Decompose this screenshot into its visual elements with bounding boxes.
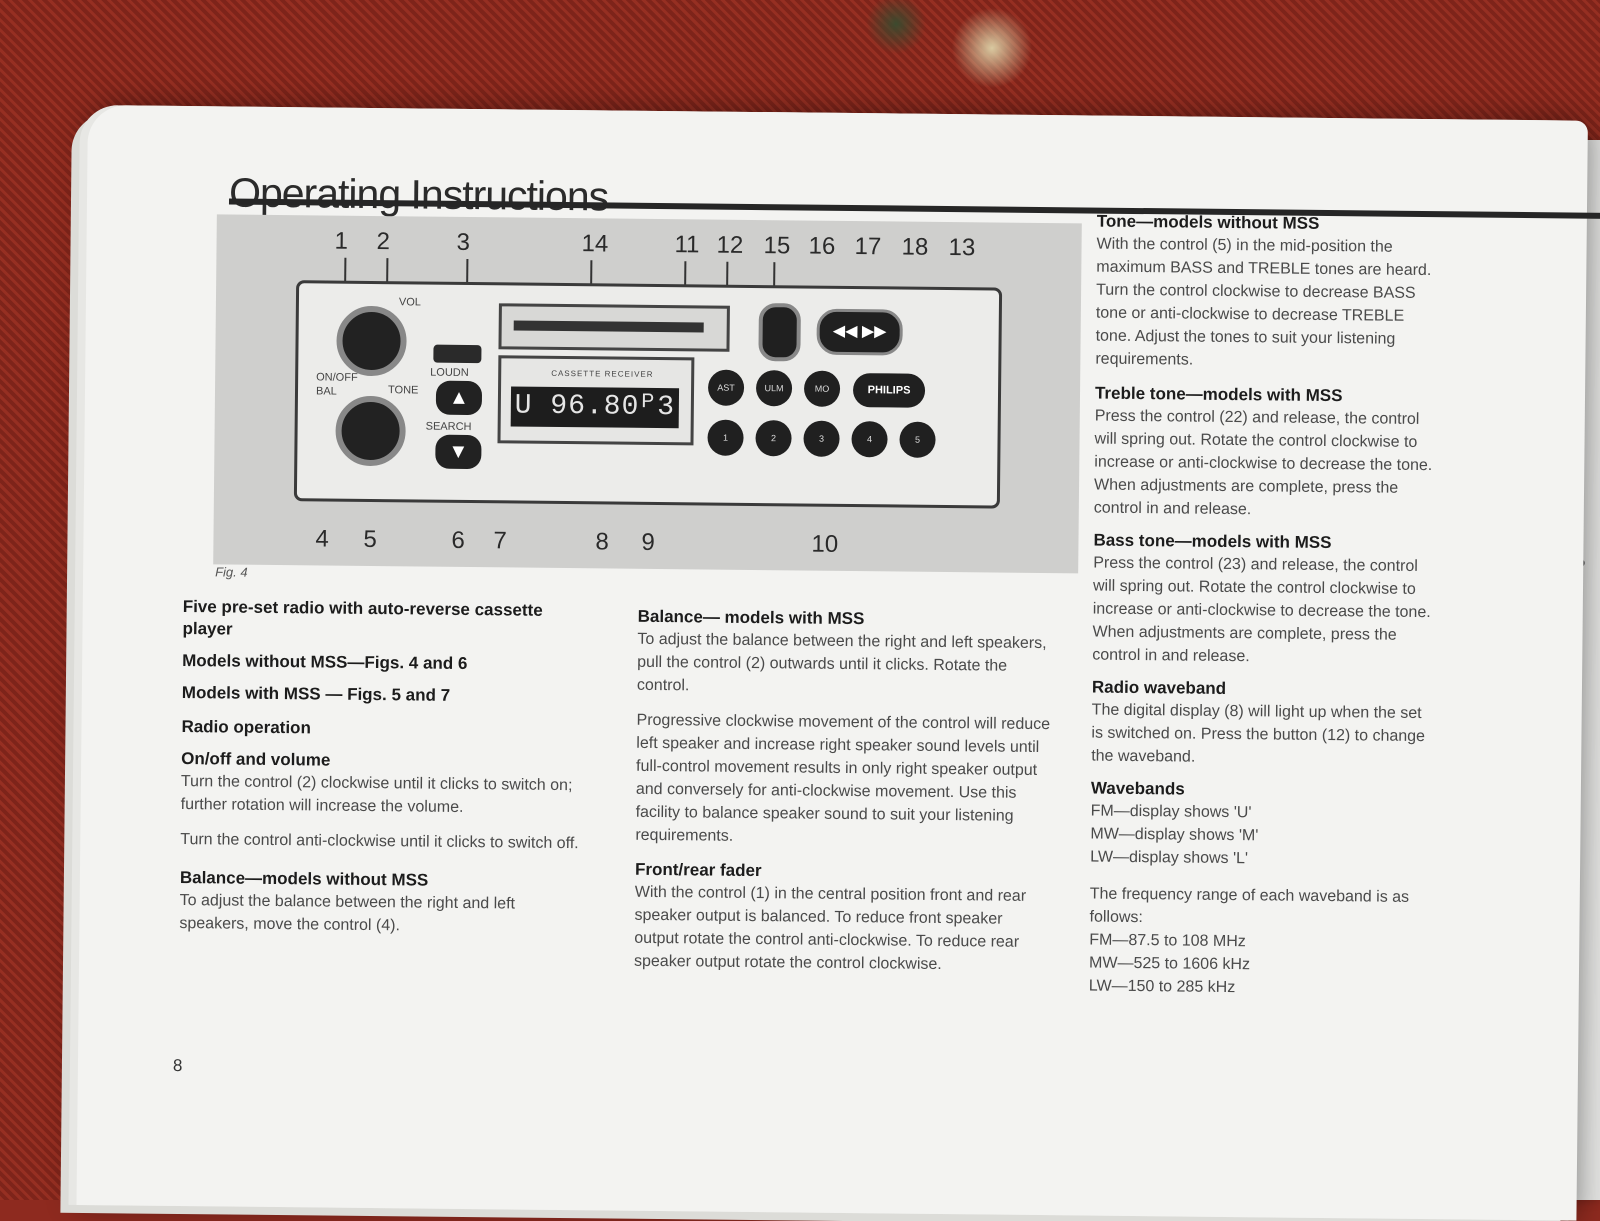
display-label: CASSETTE RECEIVER [551, 368, 654, 379]
waveband-text: The digital display (8) will light up wh… [1091, 701, 1426, 766]
mo-button: MO [803, 370, 841, 407]
section-heading: Radio operation [181, 717, 311, 738]
callout-number: 15 [763, 232, 791, 260]
ulm-button: ULM [755, 370, 793, 407]
section-heading: Models with MSS — Figs. 5 and 7 [181, 683, 451, 705]
callout-number: 11 [674, 231, 700, 259]
callout-number: 12 [716, 231, 744, 259]
callout-number: 6 [451, 526, 465, 554]
brand-logo: PHILIPS [852, 373, 926, 408]
search-down-button: ▼ [435, 434, 482, 470]
fader-text: With the control (1) in the central posi… [633, 883, 1027, 973]
loudness-button [433, 344, 482, 364]
callout-number: 16 [808, 232, 836, 260]
eject-button [758, 303, 801, 362]
radio-figure: 1 2 3 14 11 12 15 16 17 18 13 VOL ON/OFF… [213, 214, 1082, 574]
callout-number: 13 [948, 234, 976, 262]
preset-button: 1 [707, 419, 744, 456]
volume-knob [336, 305, 407, 377]
onoff-text: Turn the control anti-clockwise until it… [180, 831, 579, 853]
tone-knob [335, 395, 406, 467]
frequency-intro: The frequency range of each waveband is … [1089, 885, 1410, 927]
display-panel: CASSETTE RECEIVER U 96.80ᴾ3 [497, 355, 695, 446]
preset-button: 3 [803, 420, 840, 457]
ast-button: AST [707, 369, 745, 406]
balance-mss-text: To adjust the balance between the right … [636, 630, 1047, 695]
page-title: Operating Instructions [228, 169, 609, 220]
bass-text: Press the control (23) and release, the … [1092, 554, 1431, 666]
callout-number: 7 [493, 527, 507, 555]
callout-number: 2 [376, 228, 391, 256]
preset-button: 2 [755, 420, 792, 457]
callout-number: 1 [334, 227, 349, 255]
callout-number: 9 [641, 528, 655, 556]
treble-text: Press the control (22) and release, the … [1093, 407, 1433, 519]
onoff-text: Turn the control (2) clockwise until it … [180, 773, 573, 816]
cassette-slot-opening [513, 320, 704, 333]
callout-number: 14 [581, 230, 609, 258]
loudn-label: LOUDN [430, 366, 469, 380]
section-heading: Models without MSS—Figs. 4 and 6 [182, 651, 468, 674]
radio-unit: VOL ON/OFF TONE BAL LOUDN ▲ SEARCH ▼ CAS… [293, 280, 1003, 509]
tone-text: With the control (5) in the mid-position… [1095, 235, 1432, 369]
frequency-display: U 96.80ᴾ3 [510, 386, 680, 429]
search-label: SEARCH [425, 420, 472, 434]
callout-number: 3 [456, 228, 471, 257]
column-right: Tone—models without MSS With the control… [1089, 211, 1457, 1002]
callout-number: 8 [595, 528, 609, 556]
on-off-label: ON/OFF [316, 371, 358, 384]
callout-number: 5 [363, 525, 377, 554]
preset-button: 5 [899, 421, 936, 458]
page-number: 8 [172, 1055, 183, 1076]
callout-number: 4 [315, 525, 329, 553]
callout-number: 17 [854, 233, 882, 261]
tone-label: TONE [387, 384, 419, 397]
callout-number: 10 [811, 530, 839, 558]
balance-text: To adjust the balance between the right … [179, 892, 516, 935]
rewind-forward-buttons: ◀◀ ▶▶ [816, 308, 903, 356]
callout-number: 18 [901, 233, 929, 261]
waveband-item: LW—display shows 'L' [1090, 848, 1249, 868]
figure-caption: Fig. 4 [215, 564, 248, 580]
manual-page: Operating Instructions 1 2 3 14 11 12 15… [76, 105, 1600, 1221]
progressive-text: Progressive clockwise movement of the co… [635, 711, 1051, 845]
search-up-button: ▲ [435, 380, 483, 416]
preset-button: 4 [851, 421, 888, 458]
frequency-item: LW—150 to 285 kHz [1088, 977, 1236, 997]
vol-label: VOL [398, 296, 422, 309]
column-middle: Balance— models with MSS To adjust the b… [634, 606, 1058, 977]
bal-label: BAL [315, 385, 337, 398]
section-heading: Five pre-set radio with auto-reverse cas… [182, 597, 543, 639]
cassette-slot [498, 303, 730, 352]
column-left: Five pre-set radio with auto-reverse cas… [179, 596, 603, 939]
